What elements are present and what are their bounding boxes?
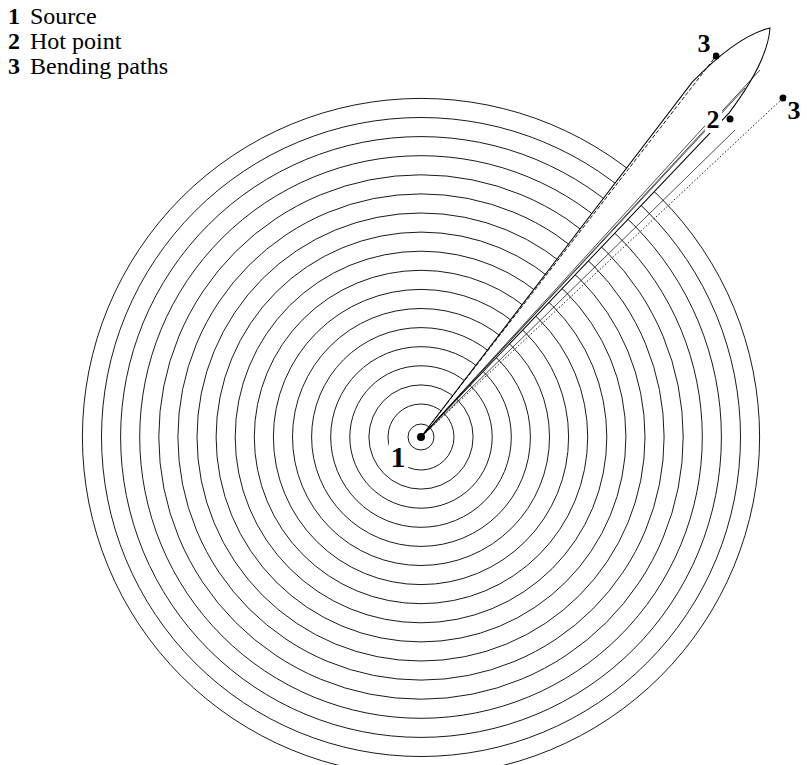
callout-number: 1 — [389, 442, 408, 472]
point-marker — [417, 433, 425, 441]
wave-ring — [273, 289, 568, 584]
wave-ring — [121, 137, 722, 738]
legend-number: 1 — [8, 4, 20, 28]
wave-ring — [216, 232, 626, 642]
ray-line — [421, 118, 712, 437]
wave-ring — [235, 251, 607, 623]
wave-ring — [178, 194, 664, 680]
ray-line — [421, 70, 760, 437]
point-marker — [713, 53, 720, 60]
point-marker — [727, 116, 734, 123]
legend-number: 2 — [8, 29, 20, 53]
wave-ring — [312, 328, 531, 547]
callout-number: 2 — [705, 107, 722, 133]
callout-number: 3 — [786, 98, 803, 124]
wave-ring — [102, 118, 741, 757]
legend-number: 3 — [8, 54, 20, 78]
wave-ring — [369, 385, 473, 489]
wave-ring — [350, 366, 492, 508]
wave-ring — [82, 98, 759, 765]
wave-ring — [140, 156, 703, 719]
ray-line — [421, 130, 735, 437]
wave-ring — [254, 270, 587, 603]
ring-group — [82, 98, 759, 765]
hot-zone-outline — [403, 12, 789, 452]
bending-path-dashed — [421, 56, 716, 437]
callout-number: 3 — [696, 31, 713, 57]
legend-text: Bending paths — [30, 54, 168, 78]
legend-text: Hot point — [30, 29, 121, 53]
wave-ring — [293, 309, 550, 566]
wave-ring — [197, 213, 645, 661]
legend-text: Source — [30, 4, 97, 28]
wave-ring — [331, 347, 512, 528]
wave-ring — [159, 175, 683, 699]
bending-path-dotted — [421, 98, 783, 437]
